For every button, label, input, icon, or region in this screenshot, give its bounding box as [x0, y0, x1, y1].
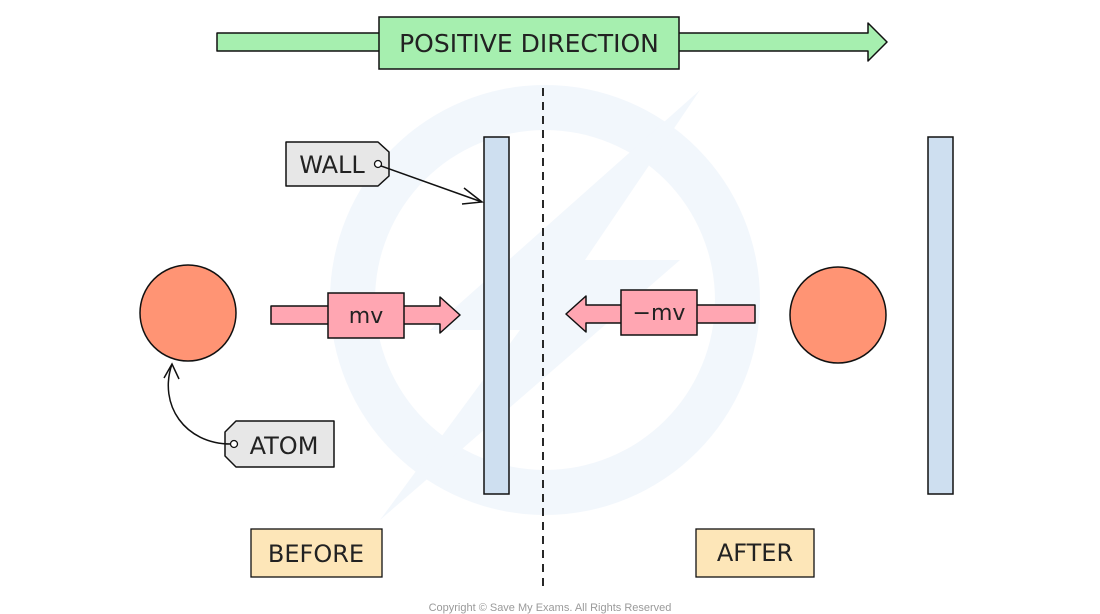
atom-after: [789, 266, 887, 364]
atom-tag: ATOM: [224, 420, 335, 468]
before-label: BEFORE: [268, 540, 364, 568]
wall-label: WALL: [299, 151, 365, 179]
momentum-arrow-after: −mv: [565, 289, 756, 336]
before-box: [250, 528, 383, 578]
atom-pointer-line: [167, 363, 232, 445]
atom-pointer-head: [163, 362, 180, 380]
positive-direction-label: POSITIVE DIRECTION: [399, 29, 659, 58]
after-box: [695, 528, 815, 578]
atom-label: ATOM: [250, 432, 319, 460]
momentum-box-before: [327, 292, 405, 339]
momentum-arrow-before: mv: [270, 292, 461, 339]
positive-direction-box: [378, 16, 680, 70]
wall-tag: WALL: [285, 141, 390, 187]
momentum-box-after: [620, 289, 698, 336]
wall-before: [483, 136, 510, 495]
wall-after: [927, 136, 954, 495]
after-label: AFTER: [717, 539, 793, 567]
wall-pointer-line: [380, 165, 483, 203]
momentum-label-after: −mv: [633, 301, 686, 326]
atom-before: [139, 264, 237, 362]
copyright-notice: Copyright © Save My Exams. All Rights Re…: [429, 602, 672, 614]
positive-direction-arrow: POSITIVE DIRECTION: [216, 16, 888, 70]
watermark-logo: [330, 85, 760, 520]
momentum-label-before: mv: [349, 304, 383, 329]
wall-pointer-head: [461, 187, 484, 205]
